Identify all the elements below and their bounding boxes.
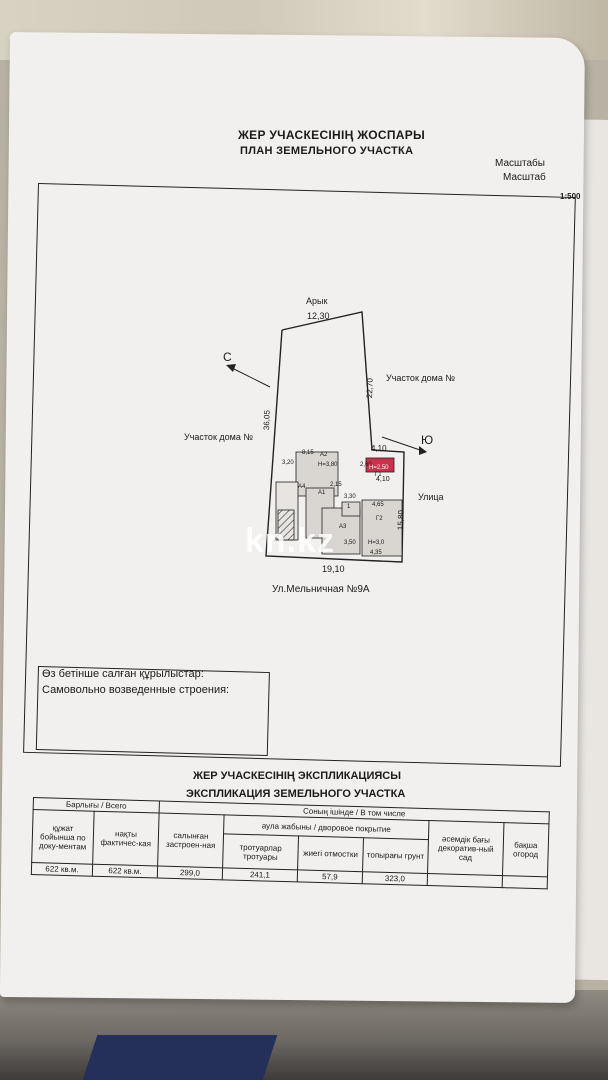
buildings: [275, 451, 403, 557]
col-blind-area: жиегі отмостки: [297, 836, 364, 872]
highlighted-building: [365, 457, 395, 473]
col-by-docs: құжат бойынша по доку-ментам: [31, 809, 95, 865]
dim-left-side: 36,05: [262, 409, 272, 431]
building-label: Г1: [375, 472, 382, 478]
dim-right-lower: 15,80: [396, 509, 406, 531]
col-built: салынған застроен-ная: [157, 813, 225, 868]
val-kitchen-garden: [502, 875, 548, 889]
address-label: Ул.Мельничная №9А: [272, 584, 370, 595]
col-garden: әсемдік бағы декоратив-ный сад: [427, 820, 504, 876]
col-ground: топырағы грунт: [362, 838, 429, 874]
scale-label-kz: Масштабы: [495, 158, 545, 169]
building-dim: Н=3,80: [318, 462, 338, 468]
explication-table: Барлығы / Всего Соның ішінде / В том чис…: [31, 797, 550, 889]
val-by-docs: 622 кв.м.: [31, 862, 93, 877]
south-label: Ю: [421, 433, 434, 447]
building-dim: Н=3,0: [368, 540, 385, 546]
building-label: А2: [320, 452, 328, 458]
val-ground: 323,0: [362, 871, 428, 886]
col-kitchen-garden: бақша огород: [502, 822, 549, 877]
building-label: 1: [347, 504, 351, 510]
building-g1: [361, 499, 403, 557]
unauthorized-structures-label-ru: Самовольно возведенные строения:: [42, 684, 230, 696]
neighbor-plot-left: Участок дома №: [184, 432, 253, 442]
explication-title-kz: ЖЕР УЧАСКЕСІНІҢ ЭКСПЛИКАЦИЯСЫ: [193, 770, 401, 782]
building-dim: 3,50: [344, 540, 356, 546]
col-sidewalks: тротуарлар тротуары: [222, 834, 299, 870]
scale-value: 1:500: [560, 192, 581, 201]
dim-step-top: 4,10: [371, 444, 387, 453]
building-dim: 8,15: [302, 450, 314, 456]
north-arrow-icon: [226, 364, 271, 388]
ditch-label: Арык: [306, 296, 328, 306]
building-dim: 2,15: [330, 482, 342, 488]
building-hatch: [277, 509, 295, 541]
building-dim: 3,30: [344, 494, 356, 500]
neighbor-plot-right: Участок дома №: [386, 373, 455, 383]
building-dim: 4,35: [370, 550, 382, 556]
dim-bottom: 19,10: [322, 564, 345, 574]
north-label: С: [223, 350, 232, 364]
val-garden: [427, 873, 503, 888]
building-dim: Н=2,50: [369, 465, 389, 471]
val-built: 299,0: [157, 866, 223, 880]
building-label: Г2: [376, 516, 383, 522]
plan-title-kz: ЖЕР УЧАСКЕСІНІҢ ЖОСПАРЫ: [238, 128, 426, 142]
building-label: А1: [318, 490, 326, 496]
explication-table-wrap: Барлығы / Всего Соның ішінде / В том чис…: [31, 797, 550, 889]
south-arrow-icon: [381, 436, 427, 455]
building-dim: 3,20: [282, 460, 294, 466]
scale-label-ru: Масштаб: [503, 172, 546, 183]
building-small-1: [341, 501, 361, 517]
street-label: Улица: [418, 492, 444, 502]
watermark: kn.kz: [245, 522, 336, 560]
explication-title-ru: ЭКСПЛИКАЦИЯ ЗЕМЕЛЬНОГО УЧАСТКА: [186, 788, 406, 800]
dim-right-upper: 22,70: [365, 377, 375, 399]
val-actual: 622 кв.м.: [92, 864, 158, 879]
building-dim: 4,65: [372, 502, 384, 508]
plot-boundary: [265, 311, 405, 563]
dim-top-width: 12,30: [307, 311, 330, 321]
plan-title-ru: ПЛАН ЗЕМЕЛЬНОГО УЧАСТКА: [240, 145, 414, 157]
building-dim: 2,60: [360, 462, 372, 468]
val-sidewalks: 241,1: [222, 867, 298, 882]
col-actual: нақты фактичес-кая: [92, 811, 160, 867]
building-label: А4: [298, 484, 306, 490]
building-label: А3: [339, 524, 347, 530]
unauthorized-structures-label-kz: Өз бетінше салған құрылыстар:: [42, 668, 204, 680]
val-blind-area: 57,9: [297, 869, 363, 884]
dim-step-bottom: 4,10: [376, 476, 390, 483]
